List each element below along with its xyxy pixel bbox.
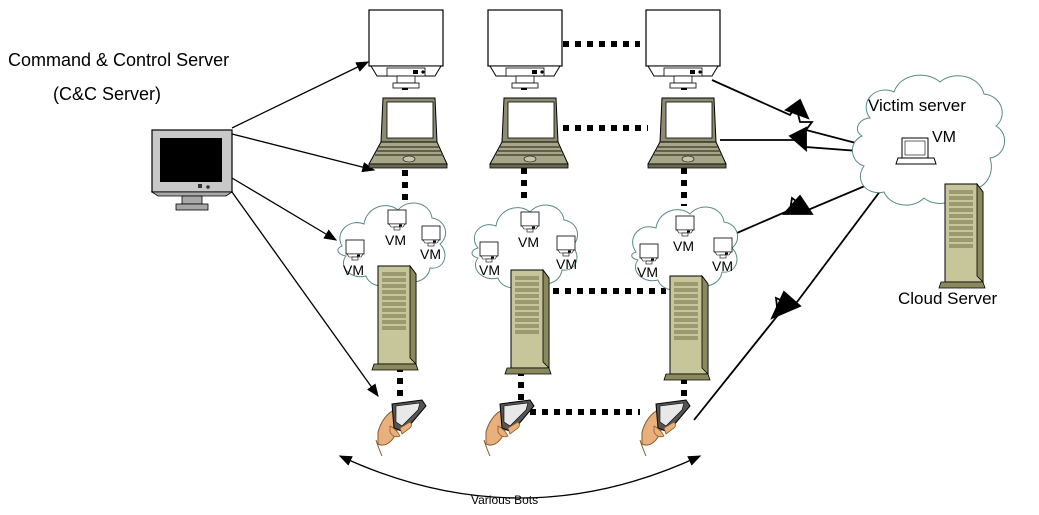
bot-laptop-3 bbox=[647, 97, 727, 169]
vm-icon bbox=[345, 239, 365, 261]
bot-monitor-1 bbox=[368, 9, 444, 89]
victim-server-label: Victim server bbox=[868, 96, 966, 115]
vm-cloud-1 bbox=[337, 202, 447, 287]
cc-subtitle: (C&C Server) bbox=[53, 84, 162, 104]
vm-icon bbox=[713, 237, 733, 259]
vm-label: VM bbox=[518, 234, 539, 250]
bot-handheld-2 bbox=[483, 399, 535, 457]
vm-label: VM bbox=[712, 258, 733, 274]
bot-laptop-1 bbox=[368, 97, 448, 169]
cc-arrows bbox=[231, 61, 379, 398]
bot-monitor-3 bbox=[645, 9, 721, 89]
victim-laptop-icon bbox=[895, 137, 937, 165]
vm-icon bbox=[675, 215, 695, 237]
vm-label: VM bbox=[637, 264, 658, 280]
cloud-server-label: Cloud Server bbox=[898, 289, 998, 308]
vm-icon bbox=[421, 225, 441, 247]
vm-icon bbox=[639, 243, 659, 265]
bot-laptop-2 bbox=[489, 97, 569, 169]
bots-arc bbox=[338, 455, 702, 499]
bot-server-2 bbox=[504, 269, 552, 375]
vm-label: VM bbox=[385, 232, 406, 248]
vm-icon bbox=[387, 209, 407, 231]
vm-label: VM bbox=[343, 262, 364, 278]
dotted-links bbox=[397, 41, 687, 415]
cc-computer-icon bbox=[150, 129, 234, 211]
vm-cloud-3 bbox=[631, 206, 739, 291]
bot-monitor-2 bbox=[487, 9, 563, 89]
attack-links bbox=[693, 79, 899, 421]
vm-label: VM bbox=[673, 238, 694, 254]
vm-label: VM bbox=[420, 246, 441, 262]
bot-handheld-1 bbox=[375, 399, 427, 457]
vm-icon bbox=[520, 211, 540, 233]
victim-vm-label: VM bbox=[932, 129, 956, 146]
vm-cloud-2 bbox=[471, 204, 579, 289]
cloud-server-icon bbox=[938, 183, 986, 289]
vm-icon bbox=[479, 241, 499, 263]
vm-label: VM bbox=[479, 262, 500, 278]
vm-label: VM bbox=[556, 256, 577, 272]
victim-cloud bbox=[852, 74, 1005, 206]
bot-server-3 bbox=[663, 275, 711, 381]
bot-server-1 bbox=[371, 265, 419, 371]
cc-title: Command & Control Server bbox=[8, 50, 230, 70]
various-bots-label: Various Bots bbox=[471, 493, 539, 507]
bot-handheld-3 bbox=[639, 399, 691, 457]
vm-icon bbox=[556, 235, 576, 257]
